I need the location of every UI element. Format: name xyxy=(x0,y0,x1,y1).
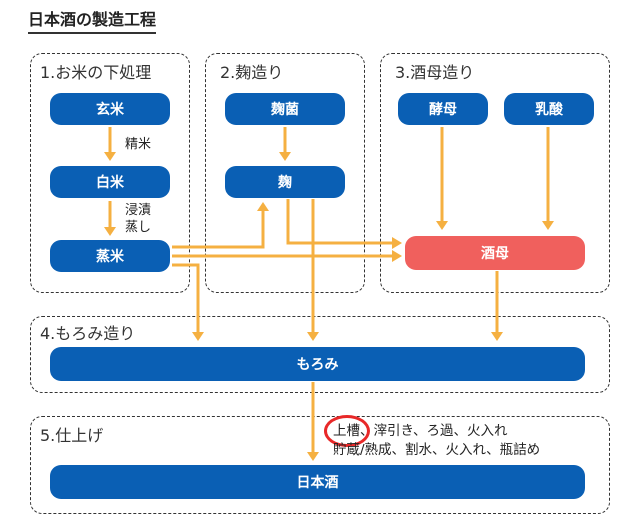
finishing-line1-rest: 、滓引き、ろ過、火入れ xyxy=(360,423,508,439)
group-shubo xyxy=(380,53,610,293)
arrow-koji-shubo xyxy=(286,199,392,245)
finishing-line1: 上槽、滓引き、ろ過、火入れ xyxy=(333,422,508,440)
group-koji-title: 2.麹造り xyxy=(220,63,284,82)
node-shubo: 酒母 xyxy=(405,236,585,270)
node-mushimai: 蒸米 xyxy=(50,240,170,272)
group-moromi-title: 4.もろみ造り xyxy=(40,324,136,343)
node-kikin: 麹菌 xyxy=(225,93,345,125)
group-moromi xyxy=(30,316,610,393)
group-shubo-title: 3.酒母造り xyxy=(395,63,475,82)
label-mushi: 蒸し xyxy=(125,220,152,235)
group-rice-prep-title: 1.お米の下処理 xyxy=(40,63,152,82)
node-moromi: もろみ xyxy=(50,347,585,381)
group-finishing xyxy=(30,416,610,514)
arrow-mushimai-moromi xyxy=(172,263,200,333)
node-nyusan: 乳酸 xyxy=(504,93,594,125)
group-koji xyxy=(205,53,365,293)
label-shinseki: 浸漬 xyxy=(125,203,152,218)
finishing-highlighted-step: 上槽 xyxy=(333,423,360,439)
group-finishing-title: 5.仕上げ xyxy=(40,426,104,445)
diagram-title: 日本酒の製造工程 xyxy=(28,10,157,34)
highlight-circle xyxy=(324,415,370,447)
group-rice-prep xyxy=(30,53,190,293)
finishing-line2: 貯蔵/熟成、割水、火入れ、瓶詰め xyxy=(333,442,541,458)
label-seimai: 精米 xyxy=(125,137,152,152)
node-genmai: 玄米 xyxy=(50,93,170,125)
node-nihonshu: 日本酒 xyxy=(50,465,585,499)
arrow-mushimai-koji xyxy=(172,210,265,249)
node-koji: 麹 xyxy=(225,166,345,198)
node-kobo: 酵母 xyxy=(398,93,488,125)
node-hakumai: 白米 xyxy=(50,166,170,198)
